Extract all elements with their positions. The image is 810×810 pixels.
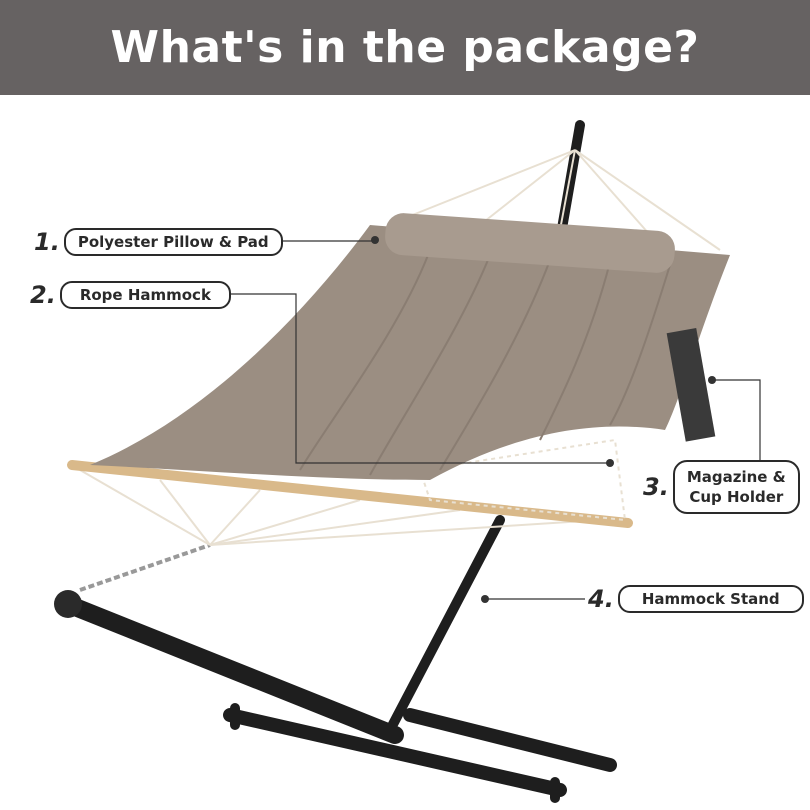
rope-net (418, 438, 627, 522)
pillow (385, 213, 675, 273)
callout-pillow-pad: 1. Polyester Pillow & Pad (34, 228, 283, 256)
hammock-ropes (79, 149, 721, 546)
hammock-pad (90, 225, 730, 480)
cup-holder (666, 328, 716, 442)
label-line-1: Magazine & (686, 468, 786, 486)
callout-magazine-cup-holder: 3. Magazine & Cup Holder (643, 460, 800, 514)
spreader-bar (67, 460, 633, 528)
leader-lines (222, 240, 761, 600)
chain (79, 543, 211, 592)
callout-hammock-stand: 4. Hammock Stand (588, 585, 804, 613)
page-title: What's in the package? (110, 22, 700, 73)
callout-rope-hammock: 2. Rope Hammock (30, 281, 231, 309)
hammock-stand (61, 120, 617, 803)
stand-end-cap (54, 590, 82, 618)
header-banner: What's in the package? (0, 0, 810, 95)
label-line-2: Cup Holder (689, 488, 784, 506)
hammock-product-image (54, 120, 761, 803)
